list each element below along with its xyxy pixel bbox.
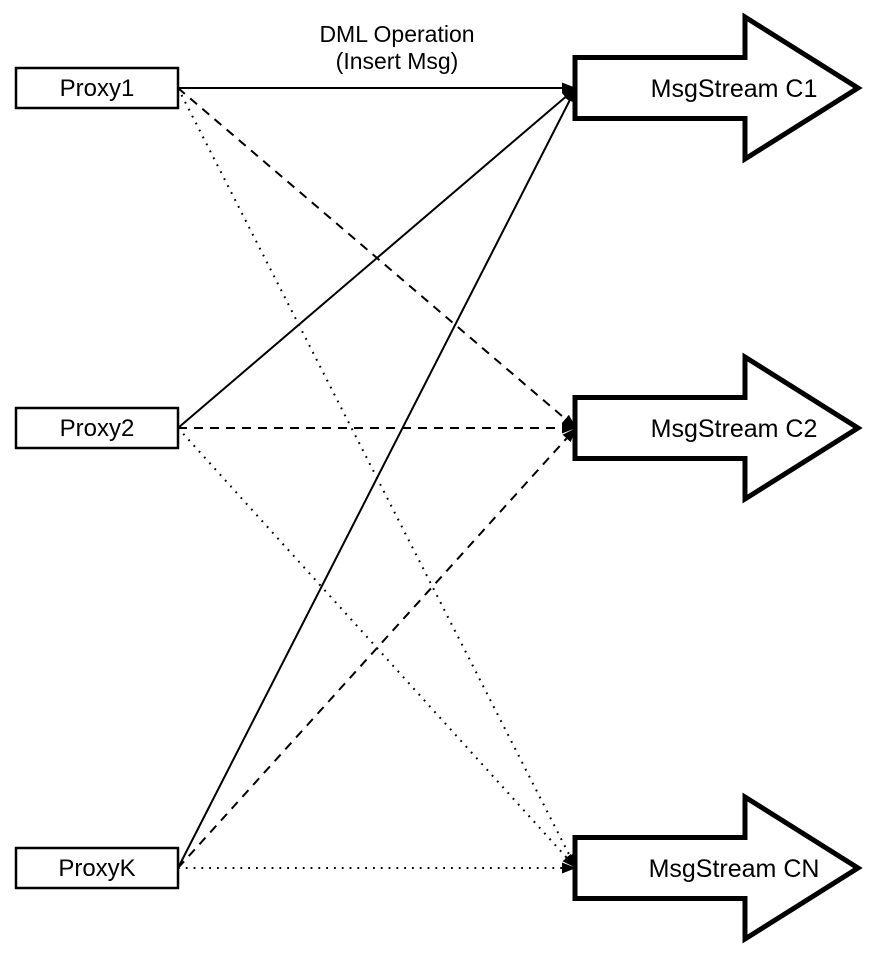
node-msgstream-cn: MsgStream CN [572, 792, 863, 944]
node-proxyk: ProxyK [14, 846, 180, 890]
msgstream-cn-arrow-shape [572, 792, 863, 944]
edge-lines [177, 82, 577, 874]
node-msgstream-c2: MsgStream C2 [572, 352, 863, 504]
edge-proxy1-to-cn-dotted [177, 87, 577, 869]
edge-proxy1-to-c2-dashed [177, 87, 577, 429]
proxyk-box [14, 846, 180, 890]
proxy2-box [14, 406, 180, 450]
proxy1-box [14, 66, 180, 110]
node-proxy1: Proxy1 [14, 66, 180, 110]
proxy2-label: Proxy2 [60, 415, 135, 442]
proxy1-label: Proxy1 [60, 75, 135, 102]
node-proxy2: Proxy2 [14, 406, 180, 450]
diagram-title-line2: (Insert Msg) [336, 48, 459, 74]
msgstream-cn-label: MsgStream CN [649, 855, 820, 883]
edge-proxy2-to-cn-dotted [177, 427, 577, 869]
msgstream-c1-arrow-shape [572, 12, 863, 164]
diagram-title-line1: DML Operation [319, 21, 474, 47]
msgstream-c2-arrow-shape [572, 352, 863, 504]
node-msgstream-c1: MsgStream C1 [572, 12, 863, 164]
msgstream-c1-label: MsgStream C1 [651, 75, 818, 103]
msgstream-c2-label: MsgStream C2 [651, 415, 818, 443]
proxyk-label: ProxyK [58, 855, 135, 882]
